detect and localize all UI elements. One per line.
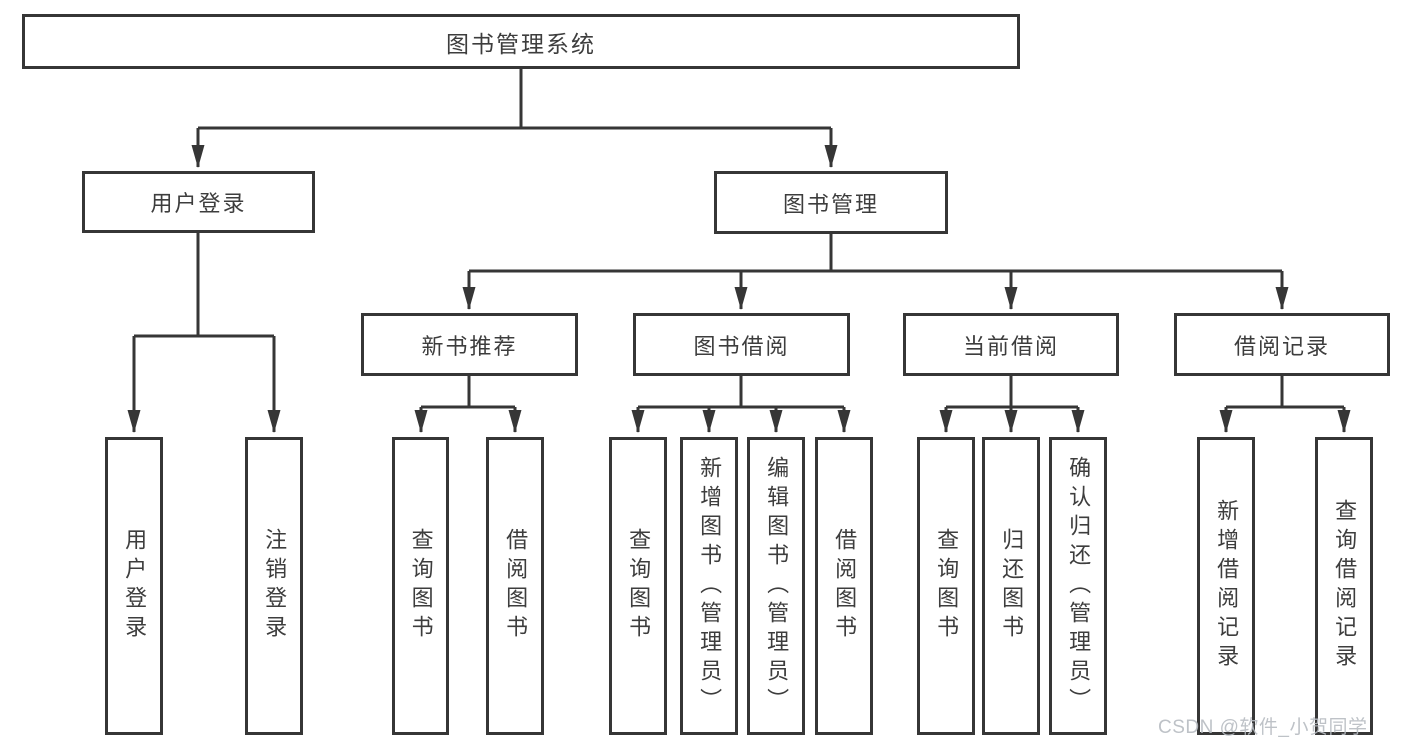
csdn-watermark: CSDN @软件_小贺同学 bbox=[1158, 717, 1368, 738]
node-book-borrow: 图书借阅 bbox=[633, 313, 850, 376]
node-label: 注销登录 bbox=[262, 528, 288, 644]
node-new-book-recommend: 新书推荐 bbox=[361, 313, 578, 376]
leaf-query-borrow-record: 查询借阅记录 bbox=[1315, 437, 1373, 735]
node-borrow-records: 借阅记录 bbox=[1174, 313, 1390, 376]
node-label: 借阅记录 bbox=[1233, 333, 1330, 359]
node-label: 查询借阅记录 bbox=[1332, 499, 1358, 673]
node-book-management: 图书管理 bbox=[714, 171, 948, 234]
node-user-login: 用户登录 bbox=[82, 171, 315, 233]
node-label: 确认归还（管理员） bbox=[1066, 455, 1092, 717]
node-label: 图书管理 bbox=[782, 191, 879, 217]
node-label: 新书推荐 bbox=[421, 333, 518, 359]
leaf-query-books-1: 查询图书 bbox=[392, 437, 449, 735]
node-current-borrow: 当前借阅 bbox=[903, 313, 1119, 376]
leaf-return-books: 归还图书 bbox=[982, 437, 1040, 735]
leaf-query-books-3: 查询图书 bbox=[917, 437, 975, 735]
leaf-query-books-2: 查询图书 bbox=[609, 437, 667, 735]
leaf-borrow-books-1: 借阅图书 bbox=[486, 437, 544, 735]
node-label: 用户登录 bbox=[150, 191, 247, 216]
node-label: 当前借阅 bbox=[962, 333, 1059, 359]
node-label: 查询图书 bbox=[934, 528, 960, 644]
leaf-confirm-return-admin: 确认归还（管理员） bbox=[1049, 437, 1107, 735]
node-library-management-system: 图书管理系统 bbox=[22, 14, 1020, 69]
node-label: 借阅图书 bbox=[832, 528, 858, 644]
node-label: 查询图书 bbox=[626, 528, 652, 644]
node-label: 查询图书 bbox=[408, 528, 434, 644]
node-label: 新增图书（管理员） bbox=[697, 455, 723, 717]
leaf-edit-book-admin: 编辑图书（管理员） bbox=[747, 437, 805, 735]
node-label: 借阅图书 bbox=[503, 528, 529, 644]
node-label: 编辑图书（管理员） bbox=[764, 455, 790, 717]
leaf-add-book-admin: 新增图书（管理员） bbox=[680, 437, 738, 735]
leaf-user-login: 用户登录 bbox=[105, 437, 163, 735]
node-label: 归还图书 bbox=[999, 528, 1025, 644]
leaf-add-borrow-record: 新增借阅记录 bbox=[1197, 437, 1255, 735]
leaf-logout: 注销登录 bbox=[245, 437, 303, 735]
node-label: 新增借阅记录 bbox=[1214, 499, 1240, 673]
node-label: 用户登录 bbox=[122, 528, 148, 644]
node-label: 图书管理系统 bbox=[446, 30, 596, 57]
node-label: 图书借阅 bbox=[693, 333, 790, 359]
leaf-borrow-books-2: 借阅图书 bbox=[815, 437, 873, 735]
